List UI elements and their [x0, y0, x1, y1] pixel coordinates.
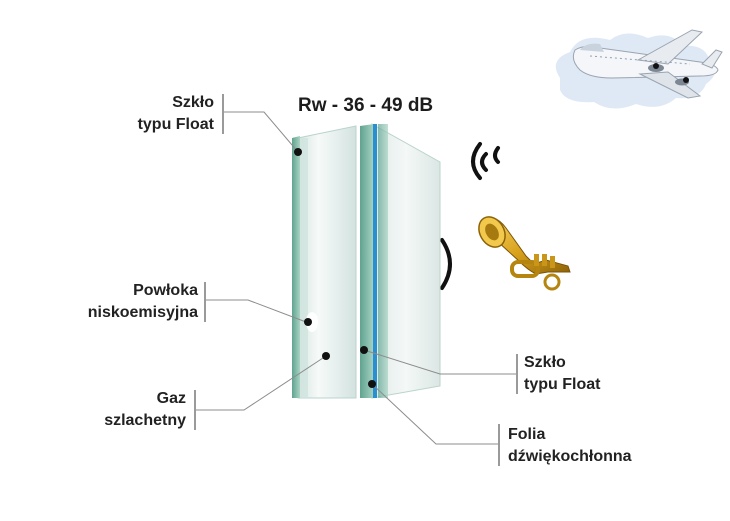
- sound-rating: Rw - 36 - 49 dB: [298, 95, 434, 116]
- label-bar: [498, 424, 500, 466]
- label-bar: [204, 282, 206, 322]
- label-foil: Folia dźwiękochłonna: [508, 426, 632, 465]
- glass-pane-front: [292, 125, 357, 399]
- label-bar: [194, 390, 196, 430]
- sound-wave-icon: [471, 142, 500, 180]
- label-float-right: Szkło typu Float: [524, 354, 601, 393]
- label-bar: [222, 94, 224, 134]
- airplane-icon: [572, 29, 723, 99]
- trumpet-icon: [478, 216, 571, 291]
- label-coating: Powłoka niskoemisyjna: [87, 282, 198, 321]
- label-gas: Gaz szlachetny: [104, 390, 186, 429]
- acoustic-foil: [373, 124, 377, 398]
- leader-dots: [294, 148, 376, 388]
- label-bar: [516, 354, 518, 394]
- label-float-top: Szkło typu Float: [137, 94, 214, 133]
- leader-lines: [196, 111, 516, 445]
- glass-pane-back: [360, 123, 441, 399]
